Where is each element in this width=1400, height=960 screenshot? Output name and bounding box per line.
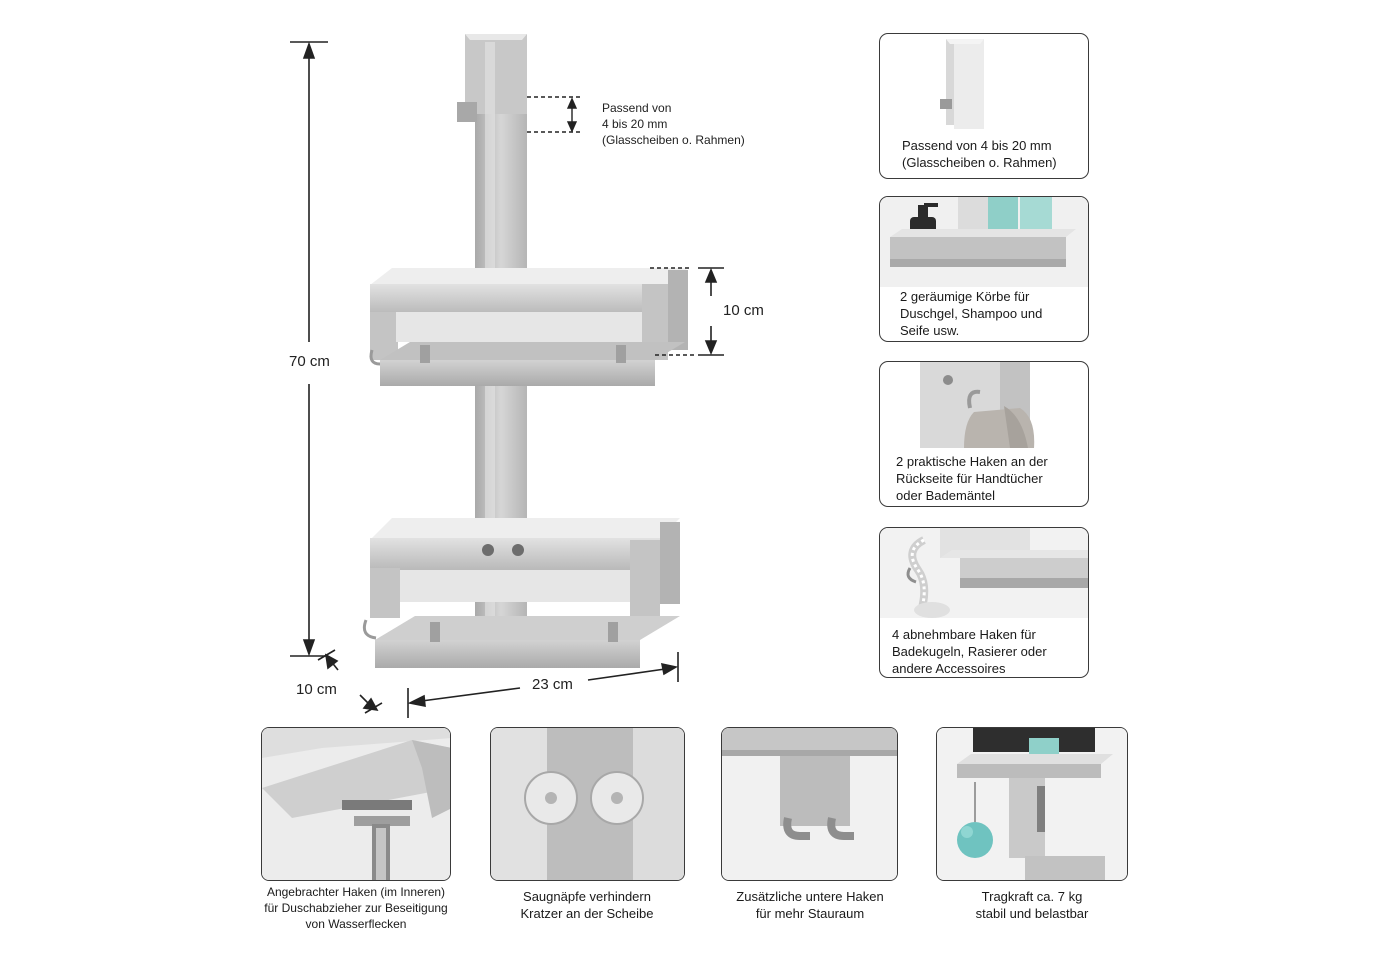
height-dimension-line xyxy=(290,41,328,657)
fit-note-line2: 4 bis 20 mm xyxy=(602,117,668,131)
bottom-card-double-hook xyxy=(721,727,898,881)
height-label: 70 cm xyxy=(289,353,330,370)
loaded-caddy-icon xyxy=(937,728,1127,880)
depth-label: 10 cm xyxy=(296,681,337,698)
feature-caption: Passend von 4 bis 20 mm (Glasscheiben o.… xyxy=(902,138,1057,170)
fit-note-line3: (Glasscheiben o. Rahmen) xyxy=(602,133,745,147)
door-hook-icon xyxy=(940,39,984,129)
feature-caption: 4 abnehmbare Haken für Badekugeln, Rasie… xyxy=(892,627,1047,676)
removable-hook-icon xyxy=(880,528,1088,618)
towel-hook-icon xyxy=(920,362,1035,448)
feature-card-removable-hooks: 4 abnehmbare Haken für Badekugeln, Rasie… xyxy=(879,527,1089,678)
feature-card-baskets: 2 geräumige Körbe für Duschgel, Shampoo … xyxy=(879,196,1089,342)
feature-card-towel-hooks: 2 praktische Haken an der Rückseite für … xyxy=(879,361,1089,507)
fit-note: Passend von 4 bis 20 mm (Glasscheiben o.… xyxy=(602,100,745,148)
shower-caddy-drawing xyxy=(290,34,724,718)
basket-with-bottles-icon xyxy=(880,197,1088,287)
fit-note-line1: Passend von xyxy=(602,101,672,115)
bottom-caption: Saugnäpfe verhindern Kratzer an der Sche… xyxy=(520,889,654,921)
feature-card-door-hook: Passend von 4 bis 20 mm (Glasscheiben o.… xyxy=(879,33,1089,179)
basket-height-dimension-line xyxy=(650,267,724,356)
basket-height-label: 10 cm xyxy=(723,302,764,319)
depth-dimension-line xyxy=(317,649,383,714)
width-dimension-line xyxy=(407,652,679,718)
feature-caption: 2 praktische Haken an der Rückseite für … xyxy=(896,454,1048,503)
fit-dimension-line xyxy=(527,96,582,133)
feature-caption: 2 geräumige Körbe für Duschgel, Shampoo … xyxy=(900,289,1043,338)
lower-basket xyxy=(362,518,680,668)
razor-hook-icon xyxy=(262,728,450,880)
bottom-card-load-capacity xyxy=(936,727,1128,881)
bottom-card-suction-cups xyxy=(490,727,685,881)
bottom-caption: Angebrachter Haken (im Inneren) für Dusc… xyxy=(264,885,448,931)
double-hook-icon xyxy=(722,728,897,880)
bottom-caption: Zusätzliche untere Haken für mehr Staura… xyxy=(736,889,884,921)
upper-basket xyxy=(369,268,688,386)
bottom-card-razor-hook xyxy=(261,727,451,881)
width-label: 23 cm xyxy=(532,676,573,693)
bottom-caption: Tragkraft ca. 7 kg stabil und belastbar xyxy=(975,889,1089,921)
suction-cups-icon xyxy=(491,728,684,880)
